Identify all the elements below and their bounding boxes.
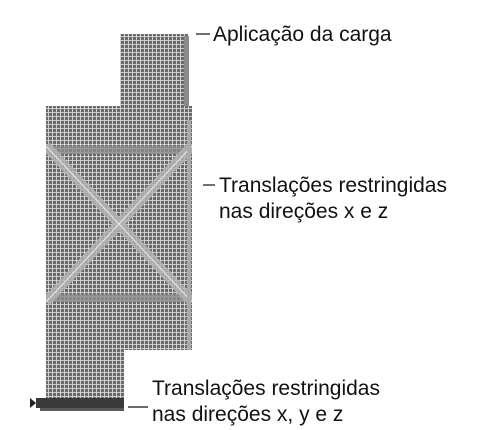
label-load-text: Aplicação da carga xyxy=(213,23,392,46)
top-band xyxy=(46,146,192,154)
label-restraint-xz-line1: Translações restringidas xyxy=(219,174,447,197)
edge-restraint-symbols xyxy=(187,120,191,350)
diagonal-bracing xyxy=(46,142,192,306)
label-restraint-xz-line2: nas direções x e z xyxy=(219,200,389,223)
bottom-band xyxy=(46,294,192,302)
label-load-application: Aplicação da carga xyxy=(213,22,392,48)
base-restraint-symbols xyxy=(30,398,124,411)
load-marker xyxy=(184,36,189,106)
label-restraint-xyz: Translações restringidas nas direções x,… xyxy=(152,376,380,428)
label-restraint-xyz-line1: Translações restringidas xyxy=(152,377,380,400)
upper-column-mesh xyxy=(120,34,188,108)
label-restraint-xyz-line2: nas direções x, y e z xyxy=(152,403,344,426)
label-restraint-xz: Translações restringidas nas direções x … xyxy=(219,173,447,225)
